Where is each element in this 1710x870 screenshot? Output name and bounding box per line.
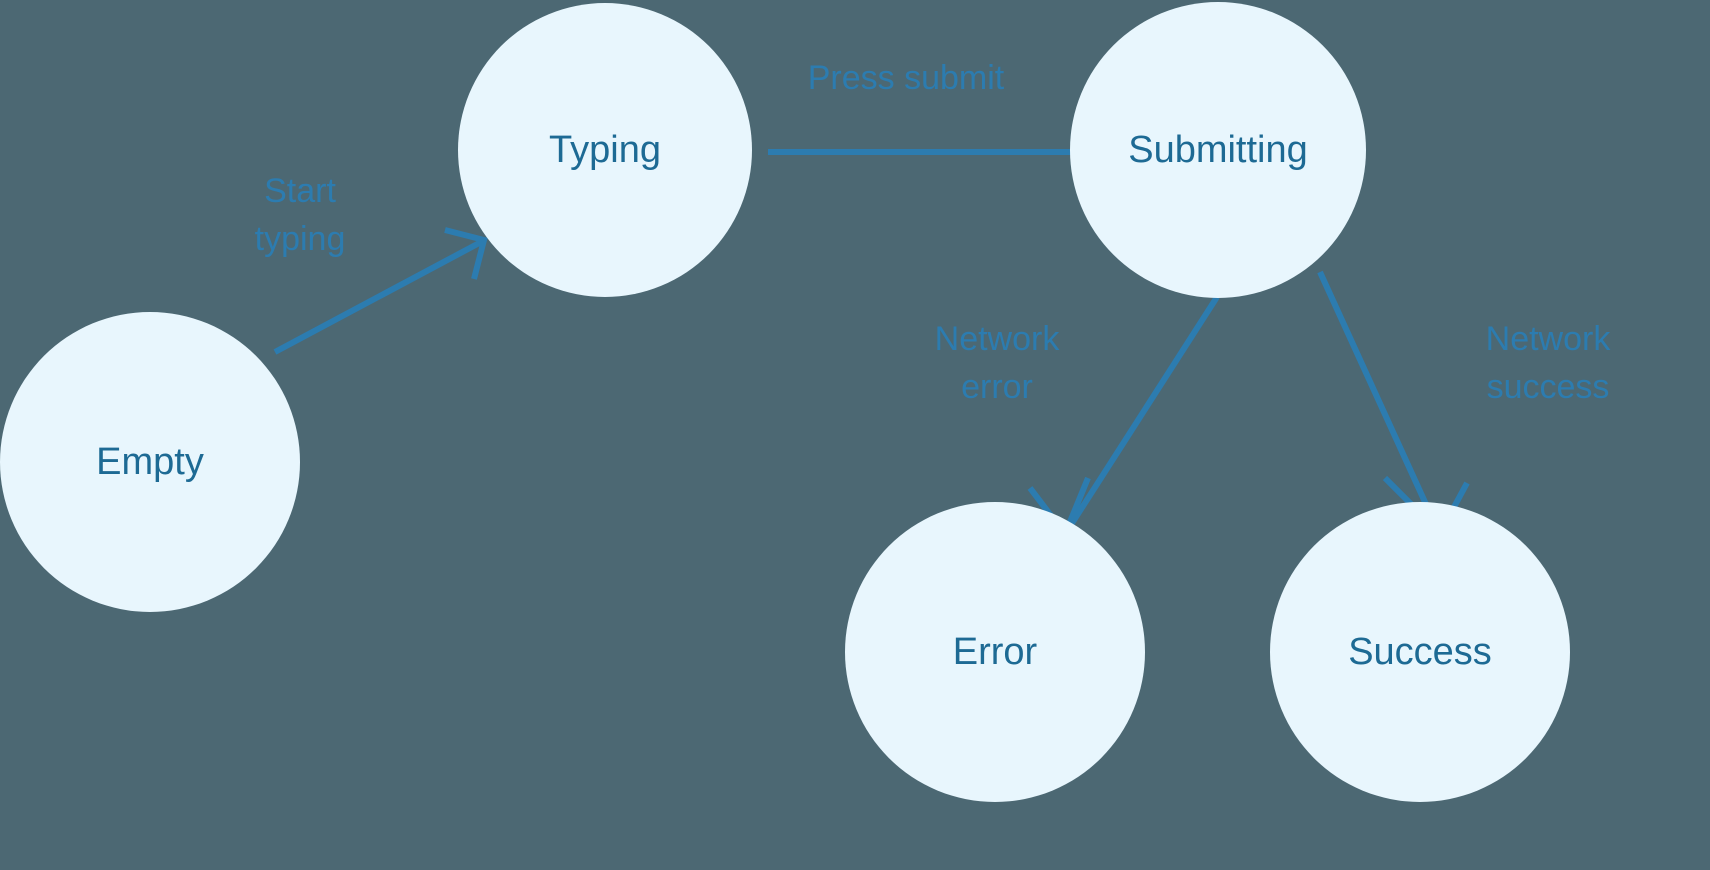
node-success-label: Success [1348, 631, 1492, 673]
node-empty-circle[interactable] [0, 312, 300, 612]
node-empty-label: Empty [96, 441, 204, 483]
node-empty[interactable]: Empty [0, 312, 300, 612]
node-typing-circle[interactable] [458, 3, 752, 297]
node-error-label: Error [953, 631, 1038, 673]
edge-empty-to-typing-arrowhead [444, 227, 488, 280]
edge-label-network-error-line1: Network [935, 320, 1061, 358]
edge-label-submitting-to-success: Network success [1486, 320, 1612, 406]
edge-label-typing-to-submitting: Press submit [808, 59, 1005, 97]
node-submitting-circle[interactable] [1070, 2, 1366, 298]
edge-submitting-to-success-line [1317, 270, 1438, 526]
edge-label-empty-to-typing: Start typing [255, 172, 346, 258]
edge-submitting-to-error-line [1064, 295, 1220, 533]
edge-label-start-typing-line1: Start [264, 172, 336, 210]
node-error-circle[interactable] [845, 502, 1145, 802]
edge-submitting-to-success [1317, 270, 1470, 538]
node-success[interactable]: Success [1270, 502, 1570, 802]
edge-label-start-typing-line2: typing [255, 220, 346, 258]
edge-label-network-success-line1: Network [1486, 320, 1612, 358]
node-typing-label: Typing [549, 129, 661, 171]
node-success-circle[interactable] [1270, 502, 1570, 802]
node-typing[interactable]: Typing [458, 3, 752, 297]
edge-label-network-success-line2: success [1487, 368, 1610, 406]
edge-label-network-error-line2: error [961, 368, 1033, 406]
edge-label-submitting-to-error: Network error [935, 320, 1061, 406]
edge-empty-to-typing-line [273, 238, 485, 355]
edge-label-press-submit-line1: Press submit [808, 59, 1005, 97]
node-submitting[interactable]: Submitting [1070, 2, 1366, 298]
node-error[interactable]: Error [845, 502, 1145, 802]
edge-empty-to-typing [273, 227, 488, 355]
node-submitting-label: Submitting [1128, 129, 1308, 171]
